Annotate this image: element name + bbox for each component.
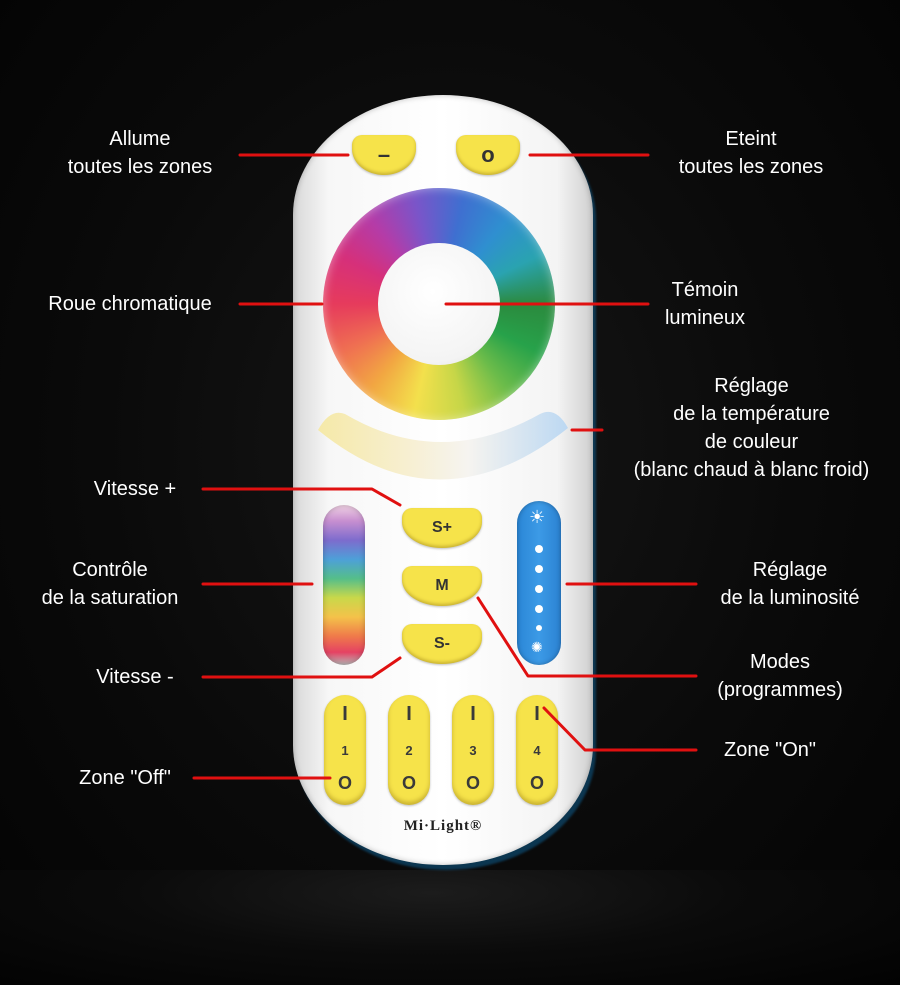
zone-number: 2 (405, 743, 413, 758)
label-zone-off: Zone "Off" (79, 767, 171, 789)
label-temperature: Réglage de la température de couleur (bl… (633, 375, 870, 481)
speed-up-button[interactable]: S+ (402, 508, 482, 548)
brightness-dot (535, 545, 543, 553)
all-off-button[interactable]: o (456, 135, 520, 175)
zone-on-mark: I (406, 703, 412, 725)
brightness-slider[interactable]: ☀ ✺ (517, 501, 561, 665)
label-saturation: Contrôle de la saturation (41, 559, 179, 609)
brightness-dot (535, 565, 543, 573)
zone-off-mark: O (465, 773, 480, 793)
label-vitesse-moins: Vitesse - (96, 666, 174, 688)
label-roue-chromatique: Roue chromatique (48, 293, 212, 315)
sun-icon: ☀ (529, 507, 546, 527)
leader-vitesse-moins (201, 656, 402, 679)
saturation-slider[interactable] (323, 505, 365, 665)
zone-3-button[interactable]: I 3 O (452, 695, 494, 805)
label-eteint: Eteint toutes les zones (678, 128, 824, 178)
brightness-dot (536, 625, 542, 631)
leader-zone-on (542, 706, 698, 752)
temperature-slider[interactable] (318, 411, 568, 480)
label-allume: Allume toutes les zones (67, 128, 213, 178)
leader-vitesse-plus (201, 487, 402, 507)
floor-reflection (0, 870, 900, 985)
label-luminosite: Réglage de la luminosité (720, 559, 860, 609)
zone-on-mark: I (342, 703, 348, 725)
speed-down-button[interactable]: S- (402, 624, 482, 664)
zone-2-button[interactable]: I 2 O (388, 695, 430, 805)
zone-number: 4 (533, 743, 541, 758)
zone-off-mark: O (401, 773, 416, 793)
zone-on-mark: I (534, 703, 540, 725)
mode-button[interactable]: M (402, 566, 482, 606)
dim-sun-icon: ✺ (531, 639, 543, 655)
zone-number: 1 (341, 743, 349, 758)
all-on-button[interactable]: – (352, 135, 416, 175)
label-temoin-lumineux: Témoin lumineux (664, 279, 746, 329)
label-modes: Modes (programmes) (717, 651, 843, 701)
brightness-dot (535, 585, 543, 593)
leader-modes (476, 596, 698, 678)
brightness-dot (535, 605, 543, 613)
label-vitesse-plus: Vitesse + (93, 478, 177, 500)
zone-number: 3 (469, 743, 477, 758)
label-zone-on: Zone "On" (723, 739, 817, 761)
zone-off-mark: O (337, 773, 352, 793)
zone-off-mark: O (529, 773, 544, 793)
brand-logo: Mi·Light® (403, 818, 483, 834)
zone-on-mark: I (470, 703, 476, 725)
zone-1-button[interactable]: I 1 O (324, 695, 366, 805)
